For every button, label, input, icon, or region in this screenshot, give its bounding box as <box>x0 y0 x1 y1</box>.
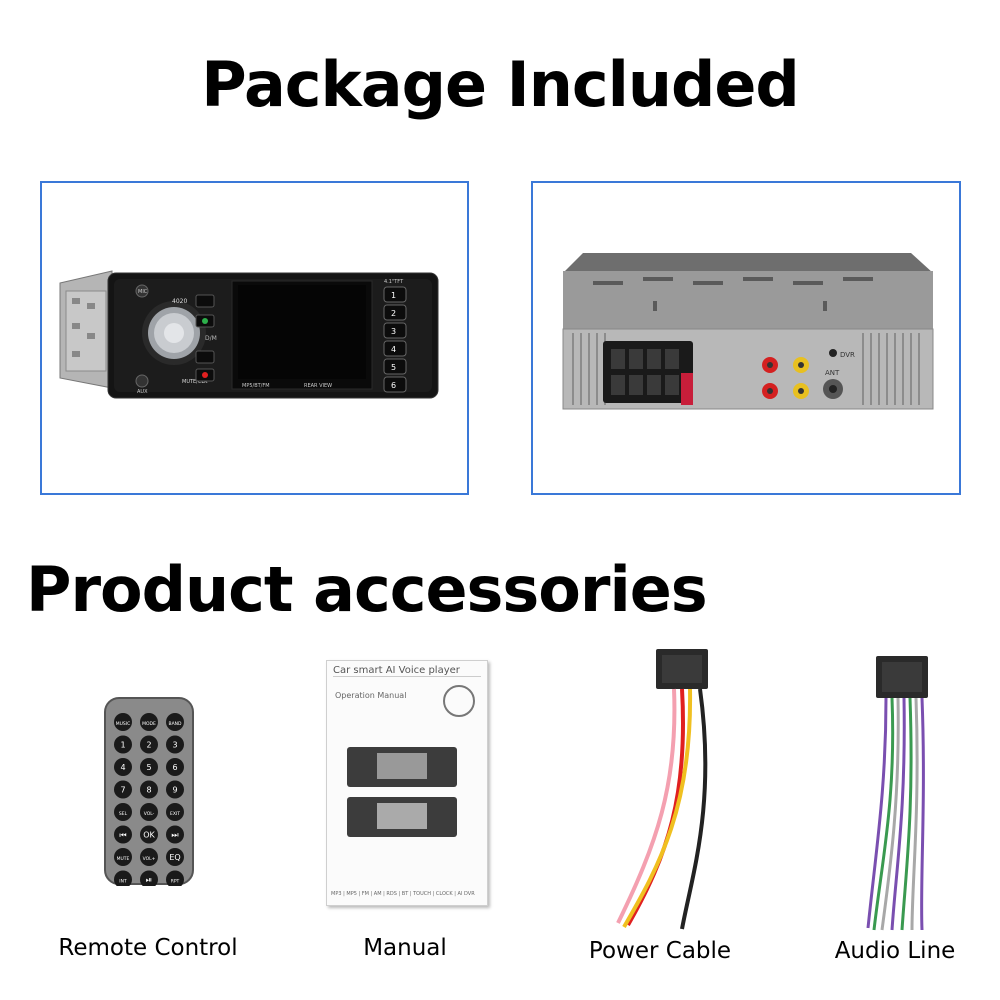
bottom-label-1: MP5/BT/FM <box>242 383 270 389</box>
knob-label: D/M <box>205 335 217 342</box>
remote-key[interactable] <box>140 848 158 866</box>
mic-label: MIC <box>138 289 148 295</box>
remote-key-label: 8 <box>146 786 151 795</box>
frame-radio-back: DVR ANT <box>531 181 961 495</box>
preset-2: 2 <box>391 309 396 318</box>
remote-key-label: MUSIC <box>116 721 131 727</box>
remote-key[interactable] <box>140 870 158 887</box>
remote-key-label: 9 <box>172 786 177 795</box>
preset-3: 3 <box>391 327 396 336</box>
remote-key-label: MUTE <box>117 856 130 862</box>
remote-key-label: 7 <box>120 786 125 795</box>
power-cable-image <box>616 649 708 930</box>
manual-header: Car smart AI Voice player <box>333 665 481 677</box>
remote-key[interactable] <box>114 825 132 844</box>
remote-key[interactable] <box>140 735 158 754</box>
remote-key[interactable] <box>166 803 184 821</box>
remote-key[interactable] <box>114 713 132 731</box>
remote-key[interactable] <box>140 713 158 731</box>
preset-1: 1 <box>391 291 396 300</box>
remote-key-label: 4 <box>120 763 125 772</box>
aux-label: AUX <box>137 389 148 395</box>
remote-key-label: 1 <box>120 741 125 750</box>
remote-key[interactable] <box>114 780 132 799</box>
model-label: 4020 <box>172 298 187 305</box>
remote-key-label: MODE <box>142 721 156 727</box>
remote-key-label: ⏭ <box>171 831 178 840</box>
manual-footer: MP3 | MP5 | FM | AM | RDS | BT | TOUCH |… <box>331 891 475 897</box>
remote-key-label: ⏯ <box>146 876 152 885</box>
ant-label: ANT <box>825 369 840 377</box>
remote-key-label: EXIT <box>170 811 180 817</box>
remote-key-label: INT <box>119 879 127 885</box>
preset-5: 5 <box>391 363 396 372</box>
audio-line-image <box>866 656 928 931</box>
remote-key[interactable] <box>166 713 184 731</box>
caption-audio-line: Audio Line <box>834 938 956 964</box>
mute-label: MUTE/CLK <box>182 379 208 385</box>
remote-key[interactable] <box>166 758 184 776</box>
remote-key-label: RPT <box>171 879 180 885</box>
manual-subheader: Operation Manual <box>335 691 407 700</box>
preset-6: 6 <box>391 381 396 390</box>
remote-key-label: SEL <box>119 811 128 817</box>
bottom-label-2: REAR VIEW <box>304 383 332 389</box>
remote-key[interactable] <box>114 848 132 866</box>
remote-key[interactable] <box>114 803 132 821</box>
remote-key-label: 3 <box>172 741 177 750</box>
manual-screen-image-1 <box>347 747 457 787</box>
remote-key[interactable] <box>140 803 158 821</box>
remote-key-label: ⏮ <box>119 831 126 840</box>
tft-label: 4.1"TFT <box>384 279 404 285</box>
remote-key[interactable] <box>114 870 132 887</box>
remote-key[interactable] <box>166 870 184 887</box>
title-package-included: Package Included <box>201 48 800 121</box>
remote-key-label: OK <box>143 831 155 840</box>
frame-radio-front: D/M MIC AUX 4020 MUTE/CLK MP5/BT/FM REAR… <box>40 181 469 495</box>
remote-key[interactable] <box>140 780 158 799</box>
caption-manual: Manual <box>363 935 447 961</box>
radio-back-image: DVR ANT <box>562 253 934 410</box>
remote-key[interactable] <box>140 825 158 844</box>
remote-key-label: BAND <box>169 721 183 727</box>
remote-key[interactable] <box>114 758 132 776</box>
remote-key-label: EQ <box>169 853 180 862</box>
preset-4: 4 <box>391 345 396 354</box>
manual-screen-image-2 <box>347 797 457 837</box>
remote-key[interactable] <box>166 825 184 844</box>
remote-key[interactable] <box>114 735 132 754</box>
remote-key-label: 5 <box>146 763 151 772</box>
title-product-accessories: Product accessories <box>26 553 708 626</box>
caption-power-cable: Power Cable <box>588 938 732 964</box>
caption-remote-control: Remote Control <box>58 935 238 961</box>
radio-front-image: D/M MIC AUX 4020 MUTE/CLK MP5/BT/FM REAR… <box>59 270 439 399</box>
manual-booklet: Car smart AI Voice player Operation Manu… <box>326 660 488 906</box>
remote-key[interactable] <box>166 735 184 754</box>
remote-key-label: VOL- <box>144 811 155 817</box>
remote-key-label: 2 <box>146 741 151 750</box>
manual-logo <box>443 685 475 717</box>
dvr-label: DVR <box>840 351 855 359</box>
remote-key[interactable] <box>140 758 158 776</box>
remote-key-label: 6 <box>172 763 177 772</box>
remote-key[interactable] <box>166 848 184 866</box>
remote-key[interactable] <box>166 780 184 799</box>
remote-key-label: VOL+ <box>143 856 156 862</box>
